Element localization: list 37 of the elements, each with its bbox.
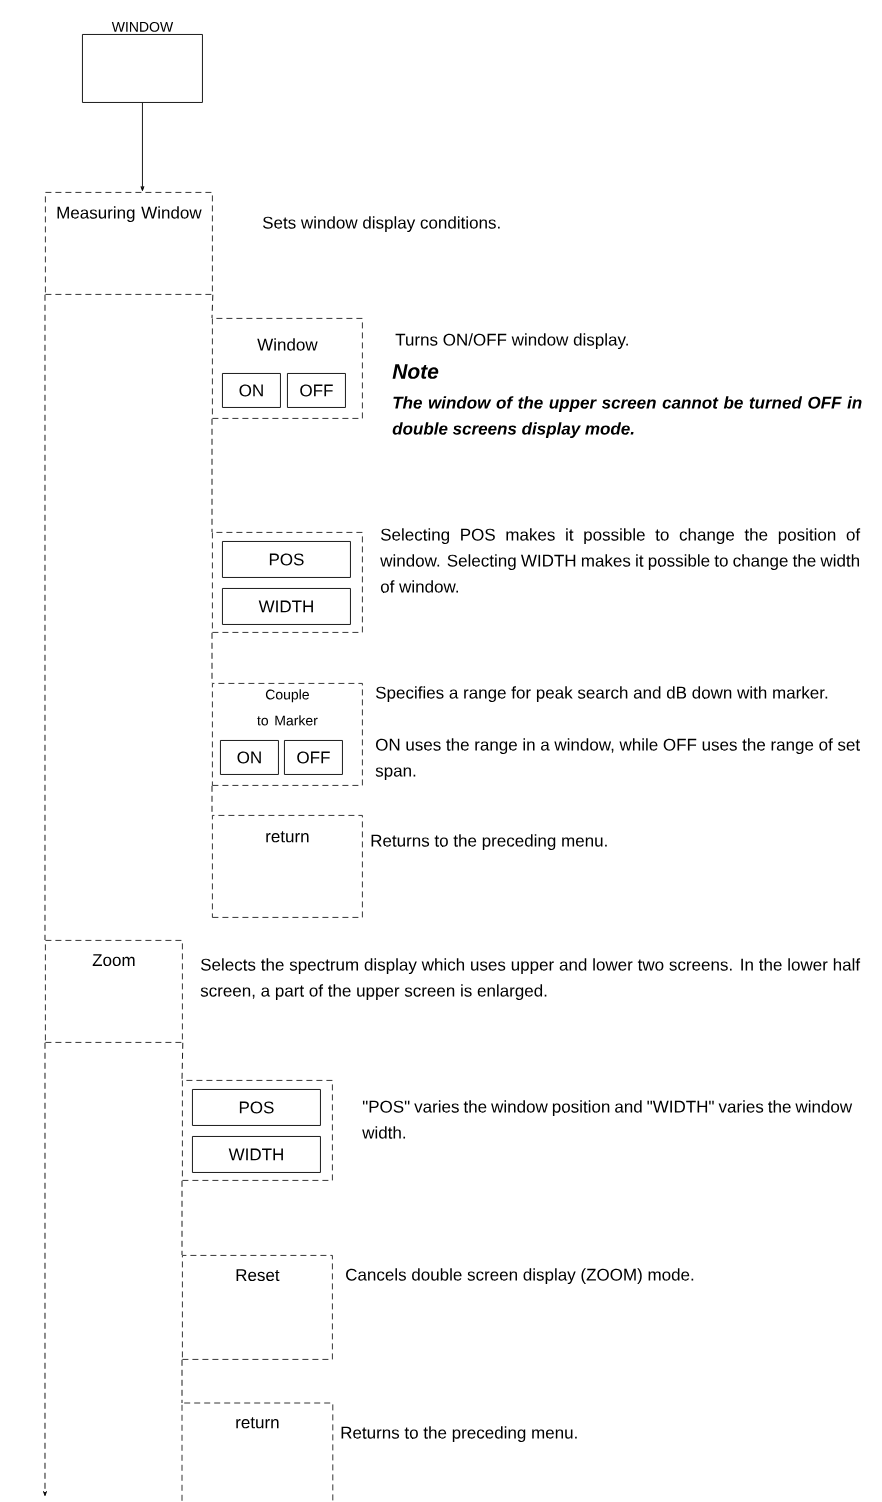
- key-button: ON: [220, 740, 279, 775]
- key-button: WIDTH: [222, 588, 351, 625]
- description-text: Turns ON/OFF window display.: [395, 333, 628, 350]
- key-button: WIDTH: [192, 1136, 321, 1173]
- description-text: Selects the spectrum display which uses upper and lower two screens. In the lower half screen, a part of the upper screen is enlarged.: [200, 958, 861, 1001]
- key-button: POS: [192, 1089, 321, 1126]
- key-button: ON: [222, 373, 281, 408]
- description-text: Specifies a range for peak search and dB down with marker.: [375, 686, 828, 703]
- description-text: ON uses the range in a window, while OFF uses the range of set span.: [375, 738, 860, 781]
- arrow: [140, 102, 145, 192]
- menu-key-box: Zoom: [45, 940, 183, 1043]
- key-group-box: [212, 532, 363, 633]
- node-label: WINDOW: [111, 21, 174, 32]
- menu-key-box: Reset: [182, 1255, 333, 1360]
- description-text: Returns to the preceding menu.: [371, 834, 607, 851]
- note-heading: Note: [392, 364, 439, 379]
- note-text: The window of the upper screen cannot be turned OFF in double screens display mode.: [392, 396, 862, 439]
- connector-line: [181, 1180, 183, 1256]
- key-group-box: [182, 1080, 333, 1181]
- description-text: Returns to the preceding menu.: [341, 1426, 577, 1443]
- key-button: POS: [222, 541, 351, 578]
- connector-line: [181, 1042, 184, 1081]
- description-text: Cancels double screen display (ZOOM) mode.: [346, 1268, 694, 1285]
- key-button: OFF: [287, 373, 346, 408]
- menu-key-box: return: [212, 815, 363, 918]
- menu-key-box: Measuring Window: [45, 192, 213, 295]
- connector-line: [211, 294, 214, 319]
- connector-line: [181, 1359, 183, 1404]
- connector-line: [211, 418, 213, 533]
- description-text: Selecting POS makes it possible to change the position of window. Selecting WIDTH makes it possible to change the width of window.: [380, 528, 861, 593]
- key-button: OFF: [284, 740, 343, 775]
- description-text: Sets window display conditions.: [262, 216, 500, 233]
- description-text: "POS" varies the window position and "WIDTH" varies the window width.: [362, 1100, 853, 1139]
- connector-line: [44, 294, 46, 941]
- arrow: [43, 1042, 47, 1497]
- menu-key-box: return: [181, 1402, 334, 1502]
- menu-box: WINDOW: [82, 21, 203, 103]
